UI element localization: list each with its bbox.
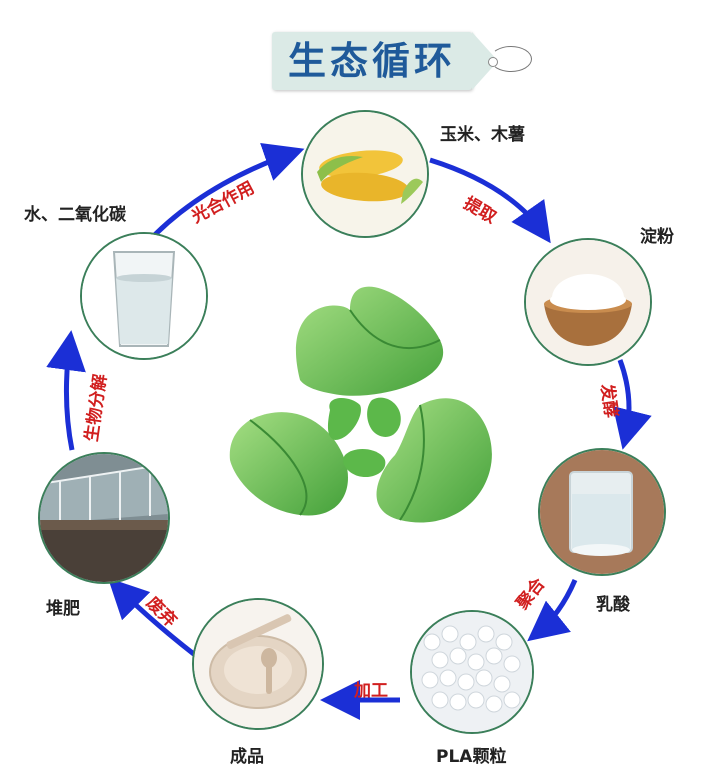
corn-image: [303, 112, 427, 236]
label-starch: 淀粉: [640, 227, 674, 247]
recycle-leaves-icon: [229, 286, 492, 523]
tag-hole-icon: [488, 57, 498, 67]
node-lactic: [538, 448, 666, 576]
arrow-product-to-compost: [107, 577, 197, 657]
beaker-image: [540, 450, 664, 574]
tableware-image: [194, 600, 322, 728]
label-pla: PLA颗粒: [436, 747, 507, 767]
node-product: [192, 598, 324, 730]
process-ferment: 发酵: [596, 382, 621, 420]
node-water: [80, 232, 208, 360]
pellets-image: [412, 612, 532, 732]
arrow-lactic-to-pla: [527, 579, 578, 642]
node-starch: [524, 238, 652, 366]
water-glass-image: [82, 234, 206, 358]
arrow-starch-to-lactic: [612, 359, 652, 450]
compost-shed-image: [40, 454, 168, 582]
label-product: 成品: [230, 747, 264, 767]
label-compost: 堆肥: [46, 599, 80, 619]
arrow-corn-to-starch: [429, 157, 551, 244]
node-pla: [410, 610, 534, 734]
node-corn: [301, 110, 429, 238]
node-compost: [38, 452, 170, 584]
label-corn: 玉米、木薯: [440, 125, 525, 145]
title-tag: 生态循环: [272, 32, 498, 90]
label-water: 水、二氧化碳: [24, 205, 126, 225]
arrow-compost-to-water: [46, 330, 86, 451]
diagram-title: 生态循环: [287, 39, 456, 83]
arrow-water-to-corn: [143, 142, 305, 247]
process-processing: 加工: [354, 681, 388, 701]
label-lactic: 乳酸: [596, 595, 630, 615]
starch-bowl-image: [526, 240, 650, 364]
tag-string-icon: [490, 46, 532, 72]
